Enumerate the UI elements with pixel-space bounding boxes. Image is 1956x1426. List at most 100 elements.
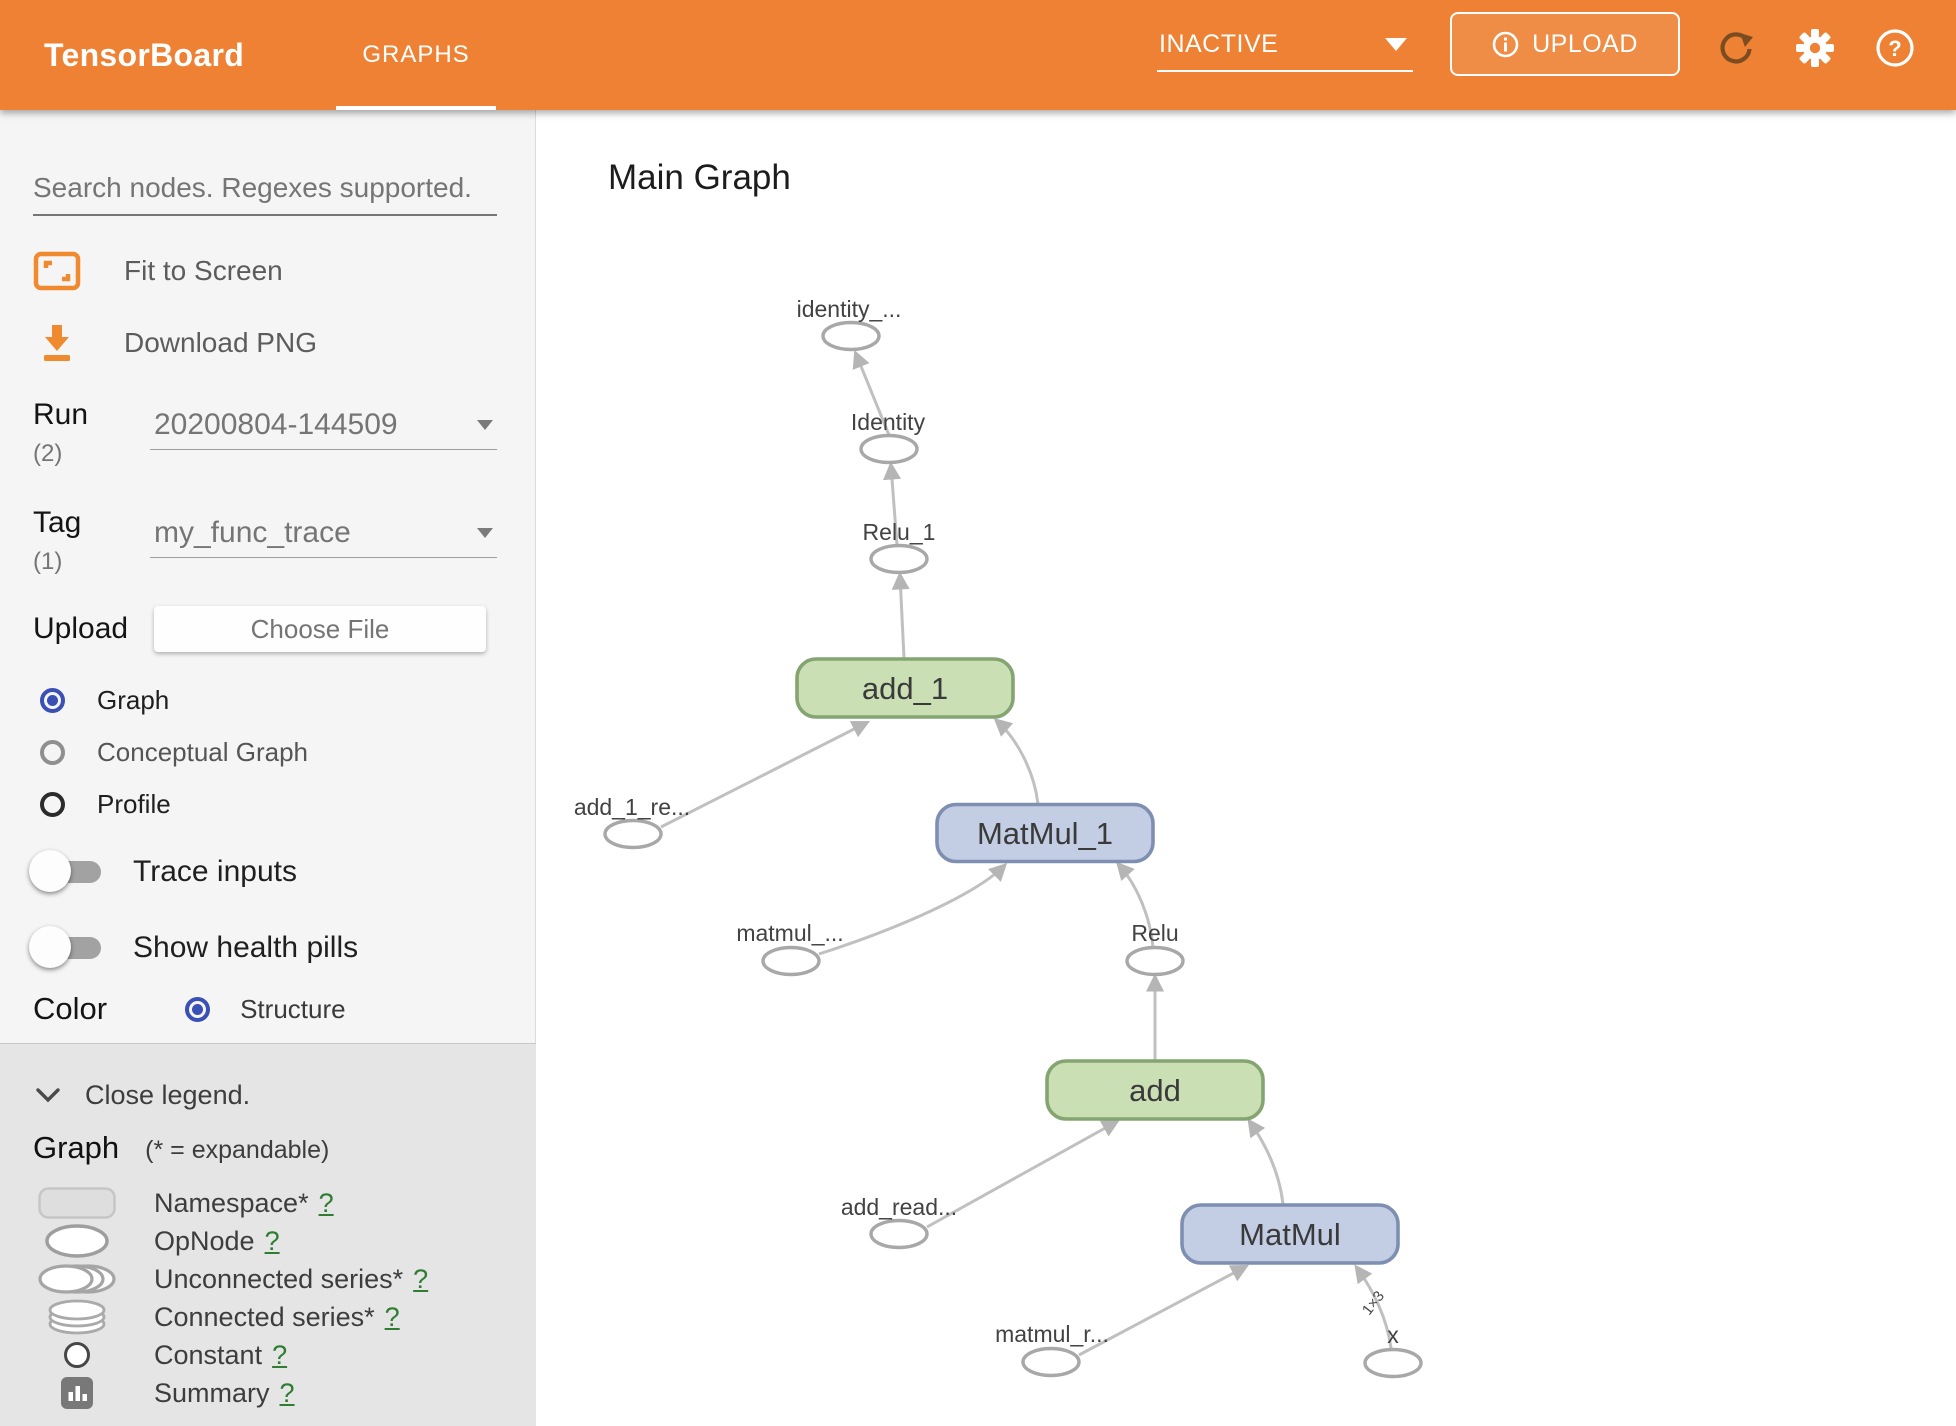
edge-matmul_re-to-MatMul[interactable]: [1078, 1264, 1249, 1357]
radio-circle[interactable]: [40, 739, 65, 765]
op-node-Relu_1[interactable]: Relu_1: [863, 519, 936, 575]
toggle-knob[interactable]: [29, 926, 71, 968]
run-count: (2): [33, 440, 63, 467]
op-node-label: matmul_...: [736, 920, 843, 946]
legend-item-label: Unconnected series*: [154, 1263, 404, 1294]
legend-item-opnode: OpNode?: [33, 1222, 503, 1260]
group-node-MatMul_1[interactable]: MatMul_1: [935, 802, 1155, 864]
op-node-label: Relu_1: [863, 519, 936, 545]
op-node-add_1_re[interactable]: add_1_re...: [574, 794, 690, 850]
toggle-show-health-pills[interactable]: Show health pills: [29, 922, 359, 974]
color-by-label: Color: [33, 991, 108, 1026]
view-option-profile[interactable]: Profile: [40, 778, 308, 830]
legend-item-label: Connected series*: [154, 1301, 375, 1332]
edge-x-to-MatMul[interactable]: [1354, 1264, 1393, 1349]
summary-icon: [61, 1377, 93, 1409]
legend-help-link[interactable]: ?: [264, 1225, 280, 1256]
download-png-button[interactable]: Download PNG: [33, 314, 317, 372]
radio-label: Conceptual Graph: [97, 736, 309, 767]
legend-items-list: Namespace*?OpNode?Unconnected series*?Co…: [33, 1184, 503, 1412]
group-node-label: MatMul_1: [977, 816, 1113, 851]
main-graph-title: Main Graph: [608, 158, 791, 197]
edge-matmul_1_re-to-MatMul_1[interactable]: [818, 862, 1008, 956]
chevron-down-icon: [477, 420, 493, 430]
upload-button-label: UPLOAD: [1532, 29, 1638, 58]
legend-help-link[interactable]: ?: [318, 1187, 334, 1218]
radio-circle[interactable]: [40, 791, 65, 817]
settings-gear-icon[interactable]: [1791, 24, 1839, 72]
edge-add_1-to-Relu_1[interactable]: [891, 571, 910, 659]
chevron-down-icon: [477, 528, 493, 538]
legend-help-link[interactable]: ?: [413, 1263, 429, 1294]
status-dropdown[interactable]: INACTIVE: [1157, 22, 1413, 72]
search-input[interactable]: [33, 168, 497, 214]
namespace-icon: [38, 1187, 116, 1219]
choose-file-button[interactable]: Choose File: [154, 606, 486, 652]
op-node-identity_out[interactable]: identity_...: [797, 296, 902, 352]
edge-Identity-to-identity_out[interactable]: [852, 349, 891, 436]
edge-Relu-to-MatMul_1[interactable]: [1116, 861, 1155, 948]
op-node-label: x: [1387, 1322, 1399, 1348]
op-node-label: matmul_r...: [995, 1321, 1109, 1347]
op-node-label: Relu: [1131, 920, 1178, 946]
legend-panel: Close legend. Graph (* = expandable) Nam…: [0, 1043, 536, 1426]
group-node-MatMul[interactable]: MatMul: [1180, 1203, 1400, 1265]
tag-count: (1): [33, 548, 63, 575]
radio-label: Graph: [97, 684, 170, 715]
edge-MatMul-to-add[interactable]: [1247, 1118, 1285, 1205]
color-structure-radio[interactable]: [185, 996, 211, 1022]
op-node-matmul_1_re[interactable]: matmul_...: [736, 920, 844, 977]
fit-to-screen-label: Fit to Screen: [124, 255, 283, 286]
fit-to-screen-button[interactable]: Fit to Screen: [33, 242, 283, 300]
edge-add_re-to-add[interactable]: [926, 1119, 1120, 1229]
status-dropdown-value: INACTIVE: [1159, 30, 1279, 58]
tab-graphs[interactable]: GRAPHS: [362, 41, 470, 68]
view-option-conceptual-graph[interactable]: Conceptual Graph: [40, 726, 308, 778]
legend-help-link[interactable]: ?: [384, 1301, 400, 1332]
legend-icon-cell: [33, 1223, 121, 1259]
toggle-trace-inputs[interactable]: Trace inputs: [29, 846, 297, 898]
op-node-x[interactable]: x: [1363, 1322, 1423, 1379]
toggle-knob[interactable]: [29, 850, 71, 892]
close-legend-button[interactable]: Close legend.: [36, 1080, 250, 1111]
legend-icon-cell: [33, 1297, 121, 1337]
toggle-label: Show health pills: [133, 931, 359, 964]
edge-MatMul_1-to-add_1[interactable]: [993, 717, 1040, 805]
help-icon[interactable]: ?: [1871, 24, 1919, 72]
legend-help-link[interactable]: ?: [279, 1377, 295, 1408]
op-node-Identity[interactable]: Identity: [851, 409, 926, 465]
radio-circle[interactable]: [40, 687, 65, 713]
op-node-matmul_re[interactable]: matmul_r...: [995, 1321, 1109, 1378]
connected-series-icon: [48, 1299, 106, 1335]
legend-heading-row: Graph (* = expandable): [33, 1130, 329, 1166]
tag-select-value: my_func_trace: [154, 516, 351, 549]
run-select[interactable]: 20200804-144509: [150, 402, 497, 450]
tag-select[interactable]: my_func_trace: [150, 510, 497, 558]
view-option-graph[interactable]: Graph: [40, 674, 308, 726]
op-node-add_re[interactable]: add_read...: [841, 1194, 957, 1250]
legend-item-namespace: Namespace*?: [33, 1184, 503, 1222]
legend-item-label: Constant: [154, 1339, 263, 1370]
group-node-add[interactable]: add: [1045, 1059, 1265, 1121]
legend-icon-cell: [33, 1262, 121, 1296]
op-node-Relu[interactable]: Relu: [1125, 920, 1185, 977]
color-by-row: Color Structure: [33, 991, 346, 1027]
edge-add_1_re-to-add_1[interactable]: [660, 720, 871, 829]
refresh-icon[interactable]: [1712, 24, 1760, 72]
fit-to-screen-icon: [33, 251, 81, 291]
run-label: Run: [33, 398, 89, 431]
legend-item-unconnected-series: Unconnected series*?: [33, 1260, 503, 1298]
group-node-add_1[interactable]: add_1: [795, 657, 1015, 719]
legend-item-summary: Summary?: [33, 1374, 503, 1412]
graph-canvas[interactable]: 1×3 identity_...IdentityRelu_1add_1_re..…: [536, 110, 1956, 1426]
legend-item-label: OpNode: [154, 1225, 255, 1256]
toggle-switch[interactable]: [29, 926, 101, 968]
group-node-label: add_1: [862, 671, 948, 706]
legend-help-link[interactable]: ?: [272, 1339, 288, 1370]
upload-button[interactable]: UPLOAD: [1450, 12, 1680, 76]
edge-Relu_1-to-Identity[interactable]: [883, 461, 901, 546]
toggle-switch[interactable]: [29, 850, 101, 892]
